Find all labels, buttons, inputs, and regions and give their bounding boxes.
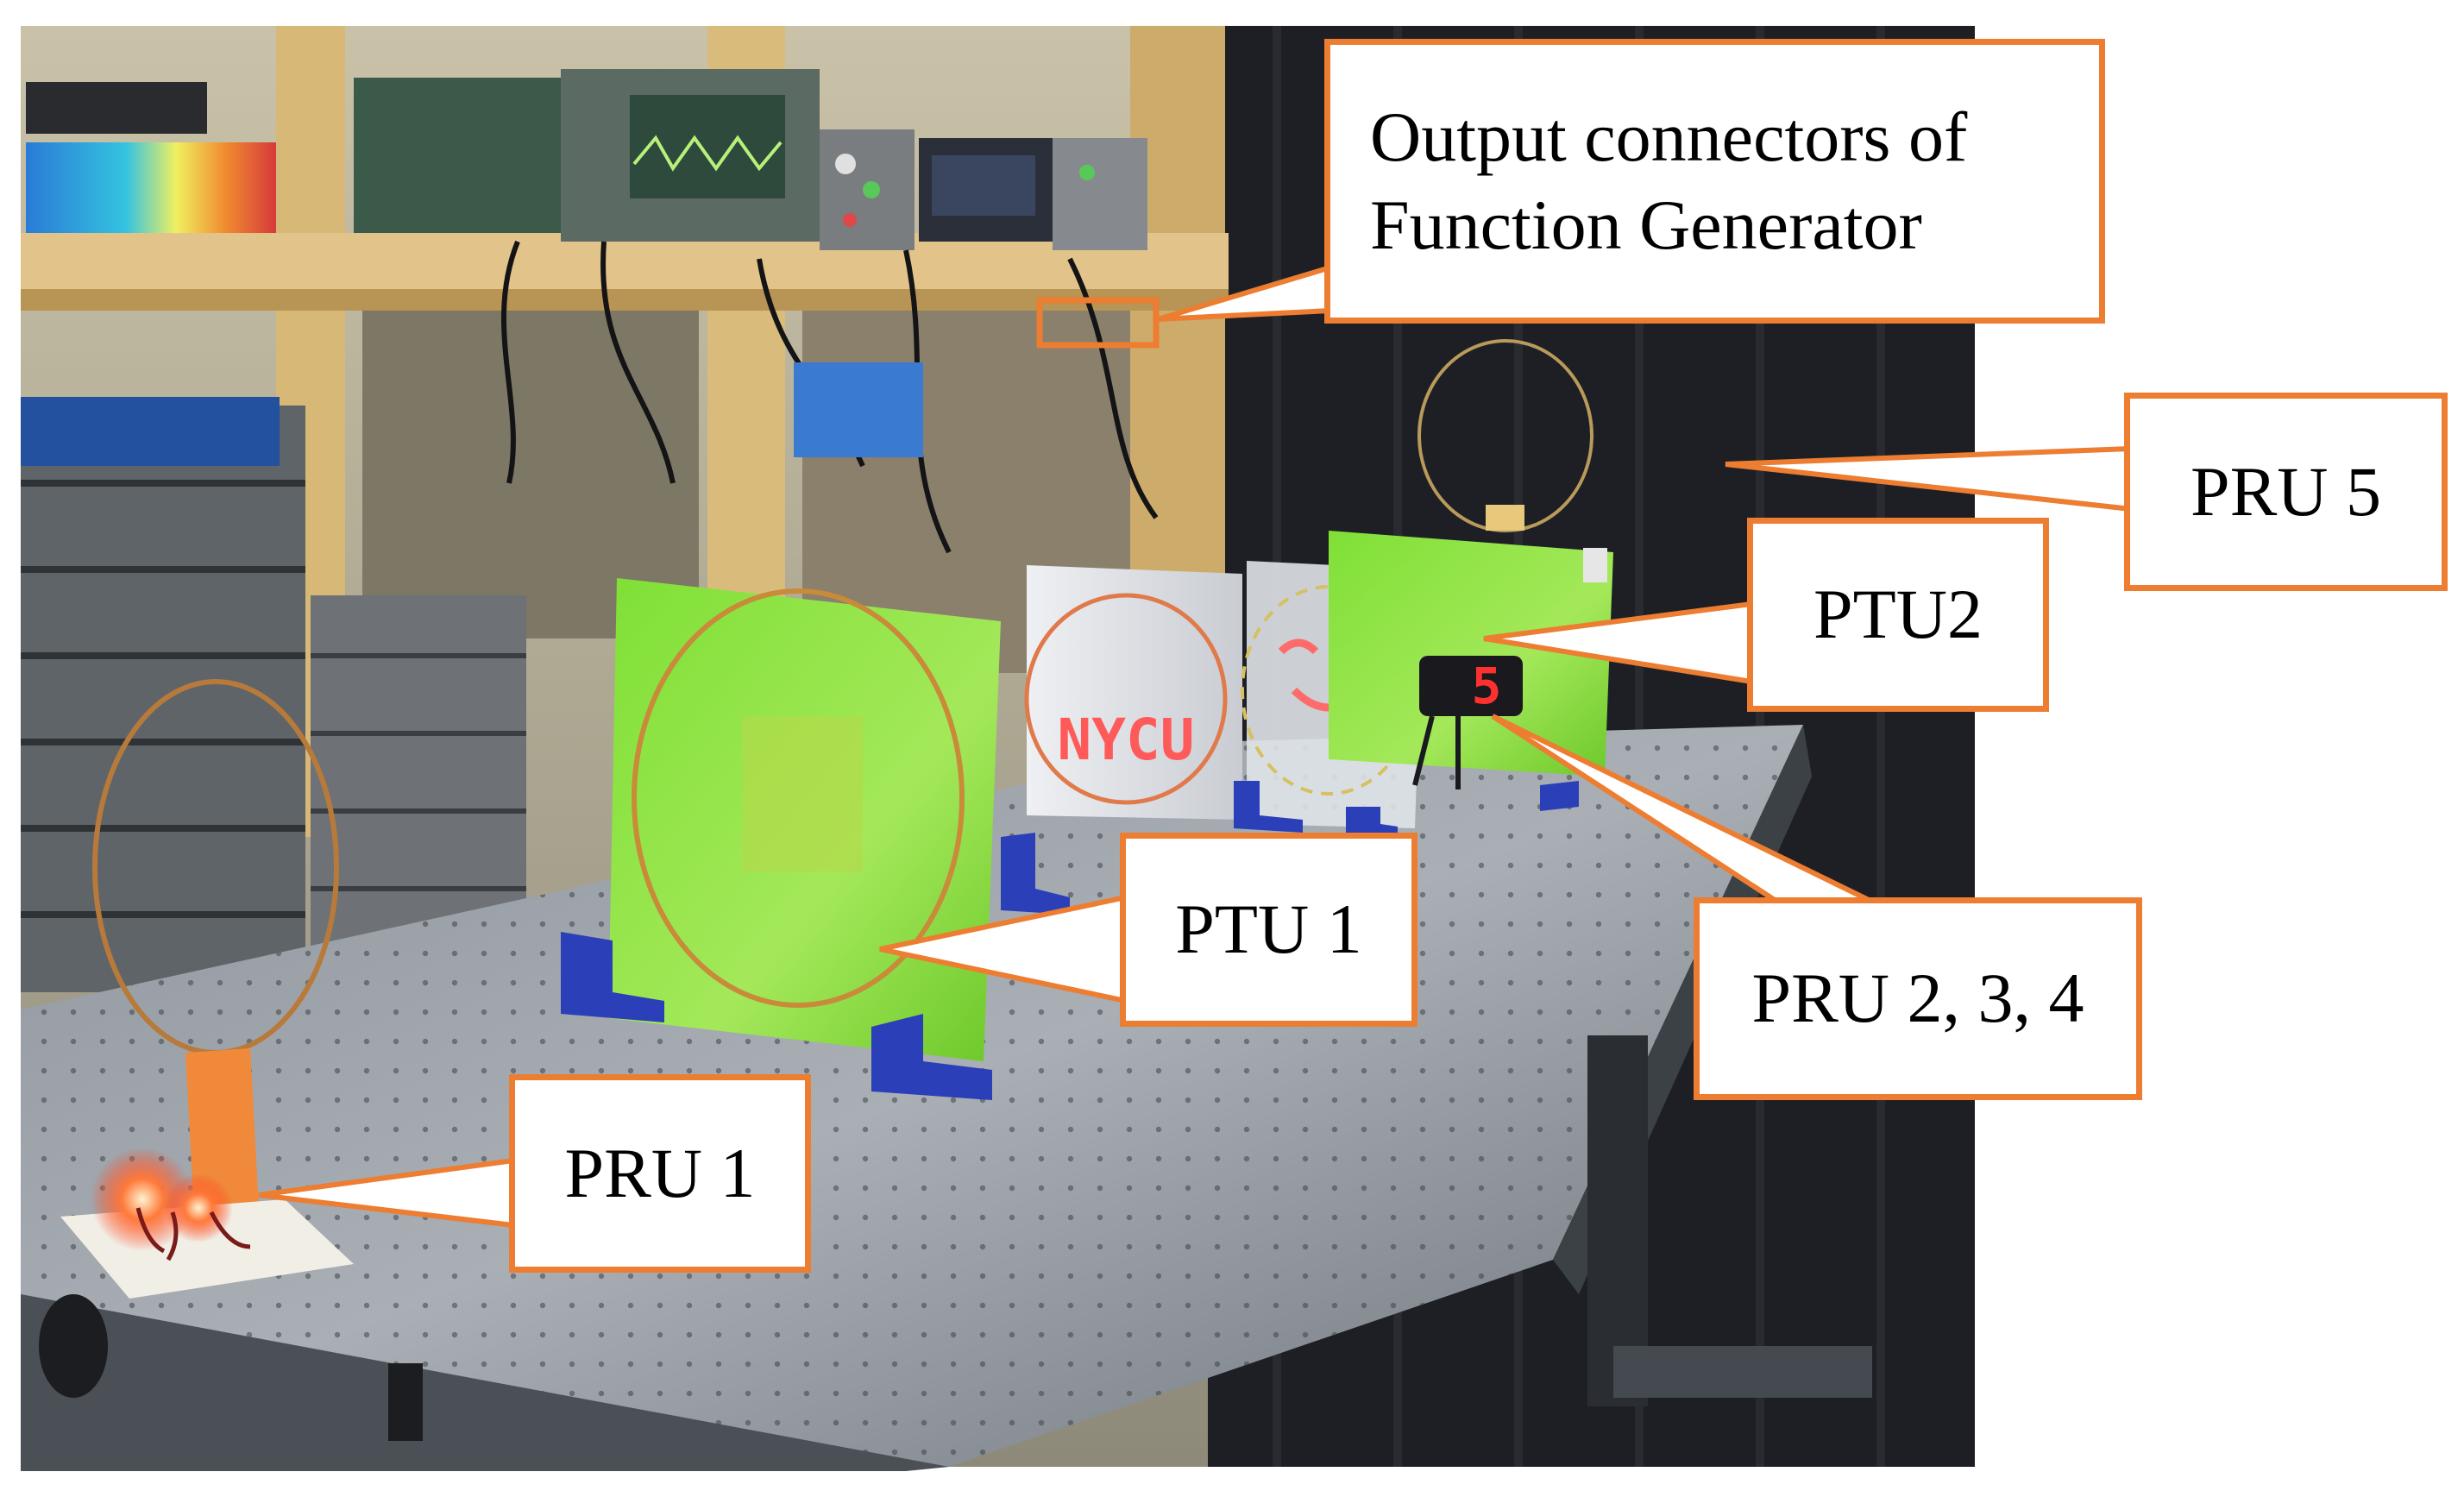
function-generator-label-line1: Output connectors of (1370, 97, 1968, 176)
ptu2-pointer (1483, 601, 1754, 685)
nycu-led-text: NYCU (1058, 707, 1195, 773)
function-generator-pointer (1157, 263, 1333, 322)
function-generator-callout: Output connectors of Function Generator (1324, 39, 2105, 324)
pru1-label: PRU 1 (564, 1133, 756, 1212)
ptu2-label: PTU2 (1813, 575, 1983, 654)
ptu1-callout: PTU 1 (1120, 833, 1417, 1027)
pru234-pointer (1491, 714, 1874, 904)
ptu1-pointer (879, 894, 1128, 1004)
pru5-callout: PRU 5 (2124, 393, 2448, 591)
pru1-callout: PRU 1 (509, 1074, 811, 1273)
pru234-callout: PRU 2, 3, 4 (1694, 897, 2142, 1100)
ptu2-callout: PTU2 (1747, 518, 2049, 712)
pru5-pointer (1725, 445, 2134, 513)
function-generator-label-line2: Function Generator (1370, 186, 1922, 264)
ptu1-label: PTU 1 (1175, 890, 1362, 969)
pru1-pointer (258, 1157, 516, 1229)
seven-segment-digit: 5 (1472, 657, 1502, 715)
pru5-label: PRU 5 (2190, 451, 2381, 531)
pru234-label: PRU 2, 3, 4 (1751, 959, 2084, 1038)
connector-highlight-box (1036, 297, 1160, 349)
